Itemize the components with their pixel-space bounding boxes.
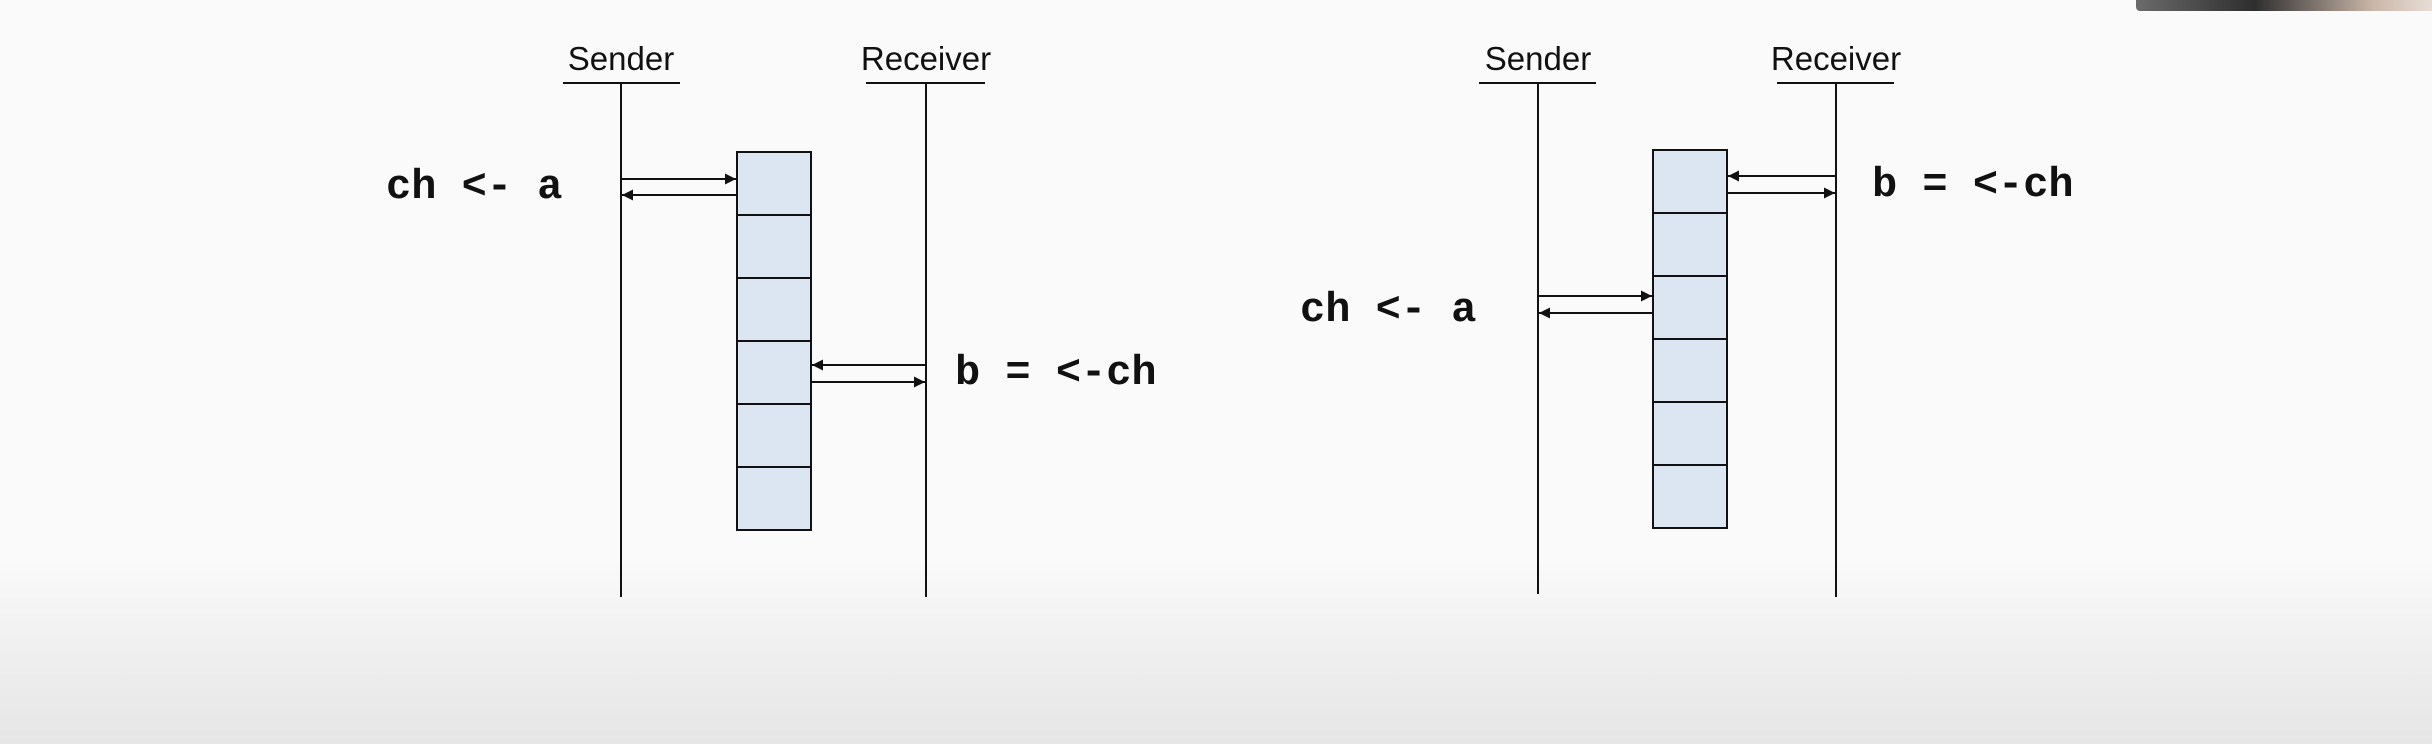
left-buffer-slot [736, 403, 812, 468]
right-buffer-slot [1652, 338, 1728, 403]
left-buffer-slot [736, 214, 812, 279]
webcam-overlay [2136, 0, 2432, 11]
right-channel-buffer [1652, 149, 1728, 529]
left-buffer-slot [736, 340, 812, 405]
left-buffer-slot [736, 466, 812, 531]
right-diagram: Sender Receiver b = <-ch ch <- a [1300, 40, 2074, 597]
left-diagram: Sender Receiver ch <- a b = <-ch [386, 40, 1157, 597]
left-receive-statement: b = <-ch [955, 349, 1157, 397]
right-receiver-label: Receiver [1771, 40, 1901, 77]
left-sender-label: Sender [568, 40, 674, 77]
left-buffer-slot [736, 151, 812, 216]
right-receive-statement: b = <-ch [1872, 161, 2074, 209]
left-send-statement: ch <- a [386, 163, 562, 211]
right-buffer-slot [1652, 464, 1728, 529]
right-sender-label: Sender [1485, 40, 1591, 77]
left-channel-buffer [736, 151, 812, 531]
right-buffer-slot [1652, 275, 1728, 340]
right-buffer-slot [1652, 212, 1728, 277]
left-receiver-label: Receiver [861, 40, 991, 77]
left-buffer-slot [736, 277, 812, 342]
right-buffer-slot [1652, 149, 1728, 214]
right-buffer-slot [1652, 401, 1728, 466]
right-send-statement: ch <- a [1300, 286, 1476, 334]
